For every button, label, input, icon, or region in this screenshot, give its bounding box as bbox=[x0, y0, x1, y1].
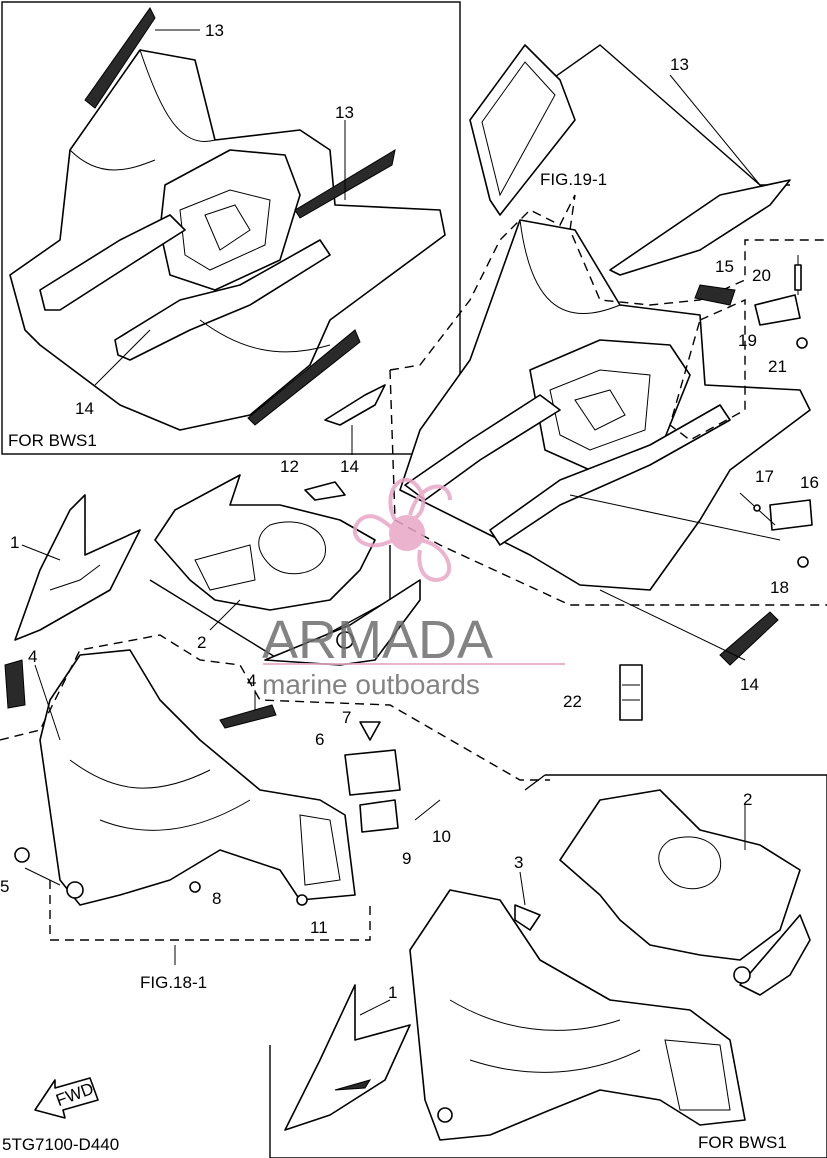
caption-fig-18-1: FIG.18-1 bbox=[140, 973, 207, 992]
tag-22 bbox=[619, 664, 643, 721]
callout-15: 15 bbox=[715, 257, 734, 276]
tank-cover-group bbox=[149, 474, 421, 666]
clip-17 bbox=[753, 504, 761, 512]
decal-14-side bbox=[247, 329, 361, 426]
callout-9: 9 bbox=[402, 849, 411, 868]
seat-well bbox=[529, 339, 691, 471]
grommet-bws1 bbox=[733, 966, 751, 984]
side-rail-left bbox=[39, 214, 186, 311]
side-panel-bws1 bbox=[739, 914, 811, 996]
cowl-light-5 bbox=[66, 881, 84, 899]
callout-6: 6 bbox=[315, 730, 324, 749]
callout-12: 12 bbox=[280, 457, 299, 476]
callout-17: 17 bbox=[755, 467, 774, 486]
watermark-logo bbox=[352, 477, 452, 583]
fig-19-1-region bbox=[389, 194, 827, 371]
decal-14-right bbox=[719, 611, 779, 666]
fwd-arrow: FWD bbox=[34, 1077, 99, 1119]
emblem-15 bbox=[694, 284, 736, 306]
inset-bottom-right bbox=[269, 774, 827, 1158]
decal-1-bws1 bbox=[284, 984, 411, 1131]
callout-2-mid: 2 bbox=[197, 633, 206, 652]
nut-18 bbox=[797, 556, 809, 568]
emblem-4-left bbox=[4, 659, 26, 709]
fig-18-1-region bbox=[0, 634, 550, 781]
nut-8 bbox=[189, 881, 201, 893]
grommet-5 bbox=[14, 847, 30, 863]
screw-20 bbox=[794, 264, 802, 291]
callout-1-left: 1 bbox=[10, 533, 19, 552]
emblem-4-mid bbox=[219, 704, 277, 729]
cowl-light-bws1 bbox=[437, 1107, 453, 1123]
plate-16 bbox=[769, 499, 813, 531]
callout-19: 19 bbox=[738, 331, 757, 350]
rivet-7 bbox=[359, 721, 381, 741]
grommet-2 bbox=[336, 631, 354, 649]
inset-top-left bbox=[1, 1, 461, 455]
caption-fig-19-1: FIG.19-1 bbox=[540, 170, 607, 189]
caption-for-bws1-bottom: FOR BWS1 bbox=[698, 1133, 787, 1152]
callout-8: 8 bbox=[212, 889, 221, 908]
callout-10: 10 bbox=[432, 827, 451, 846]
callout-3: 3 bbox=[514, 853, 523, 872]
callout-13-main: 13 bbox=[670, 55, 689, 74]
nut-21 bbox=[796, 337, 808, 349]
caption-drawing-code: 5TG7100-D440 bbox=[2, 1135, 119, 1154]
inset-top-left-frame bbox=[1, 1, 461, 455]
callout-18: 18 bbox=[770, 578, 789, 597]
callout-4-mid: 4 bbox=[247, 671, 256, 690]
decal-1 bbox=[14, 494, 141, 641]
callout-numbers: 13 13 13 14 14 14 15 16 17 18 19 20 21 2… bbox=[0, 21, 819, 1002]
callout-2-inset: 2 bbox=[743, 790, 752, 809]
front-cowl-group bbox=[0, 494, 550, 965]
decal-13-top bbox=[84, 7, 156, 109]
decal-13-lower bbox=[609, 179, 791, 276]
callout-13-inset: 13 bbox=[335, 103, 354, 122]
callout-13-top: 13 bbox=[205, 21, 224, 40]
seat-cavity-bws1 bbox=[159, 149, 301, 291]
caption-for-bws1-top: FOR BWS1 bbox=[8, 431, 97, 450]
tank-cover-2-bws1 bbox=[559, 789, 801, 961]
callout-1-bottom: 1 bbox=[388, 983, 397, 1002]
plate-9 bbox=[359, 799, 399, 833]
rear-rail-right bbox=[489, 404, 731, 546]
callout-14-mid: 14 bbox=[340, 457, 359, 476]
callout-20: 20 bbox=[752, 266, 771, 285]
callout-7: 7 bbox=[342, 708, 351, 727]
watermark-tagline: marine outboards bbox=[262, 669, 480, 700]
callout-5: 5 bbox=[0, 877, 9, 896]
decal-12 bbox=[304, 481, 346, 501]
callout-16: 16 bbox=[800, 473, 819, 492]
nut-11 bbox=[296, 894, 308, 906]
inset-bottom-right-frame bbox=[269, 774, 827, 1158]
side-rail-right bbox=[114, 239, 331, 361]
callout-14-inset: 14 bbox=[75, 399, 94, 418]
front-cowl-body bbox=[39, 649, 356, 906]
decal-14-small bbox=[324, 384, 386, 426]
rear-fender-main bbox=[324, 44, 827, 721]
plate-6 bbox=[344, 749, 401, 796]
captions: FOR BWS1 FOR BWS1 FIG.19-1 FIG.18-1 5TG7… bbox=[2, 170, 787, 1154]
callout-11: 11 bbox=[310, 918, 328, 937]
callout-14-right: 14 bbox=[740, 675, 759, 694]
fwd-arrow-shape bbox=[34, 1077, 99, 1119]
watermark-brand: ARMADA bbox=[262, 610, 493, 670]
front-cowl-bws1 bbox=[409, 889, 746, 1141]
callout-4-left: 4 bbox=[28, 647, 37, 666]
watermark: ARMADA marine outboards bbox=[262, 477, 565, 700]
callout-21: 21 bbox=[768, 357, 787, 376]
seat-pad-13 bbox=[469, 44, 576, 216]
tank-cover-2 bbox=[154, 474, 376, 611]
plate-19 bbox=[754, 294, 801, 326]
decal-3 bbox=[514, 904, 541, 931]
callout-22: 22 bbox=[563, 692, 582, 711]
